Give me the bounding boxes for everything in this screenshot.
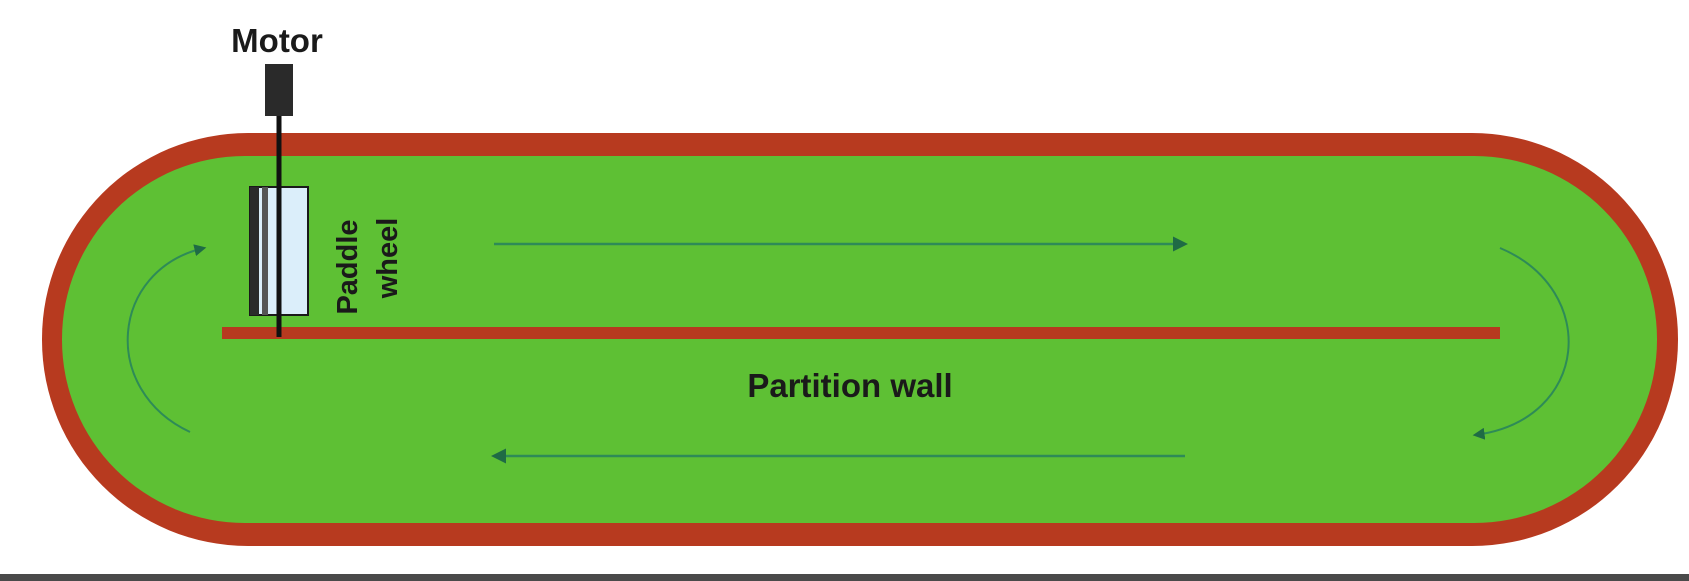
- flow-arrow-left-curve: [126, 244, 207, 433]
- motor: [265, 64, 293, 116]
- water-channel: [62, 156, 1657, 523]
- paddle-wheel-label-line1: Paddle: [332, 219, 364, 314]
- motor-label: Motor: [231, 22, 323, 59]
- footer-bar: [0, 574, 1689, 581]
- paddle-wheel-label-line2: wheel: [372, 218, 404, 300]
- flow-arrow-right-curve: [1472, 247, 1570, 440]
- partition-wall: [222, 327, 1500, 339]
- partition-wall-label: Partition wall: [747, 367, 952, 404]
